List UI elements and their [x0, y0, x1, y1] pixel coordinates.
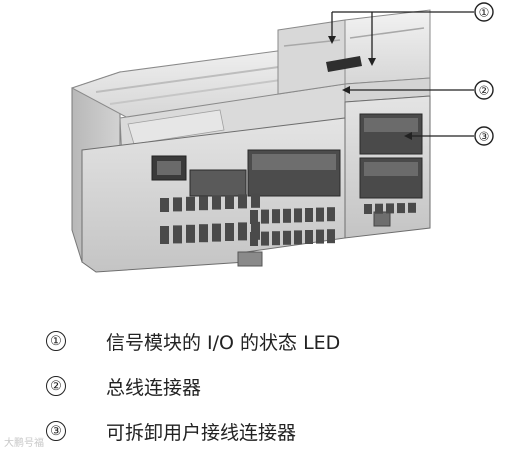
- terminal-opening: [294, 230, 302, 245]
- terminal-opening: [238, 222, 247, 241]
- terminal-opening: [160, 198, 169, 212]
- legend-number: ①: [46, 331, 66, 351]
- terminal-opening: [408, 202, 416, 213]
- terminal-opening: [294, 208, 302, 223]
- svg-text:①: ①: [479, 6, 490, 20]
- callout-2: ②: [474, 80, 494, 100]
- terminal-opening: [225, 195, 234, 209]
- terminal-opening: [199, 196, 208, 211]
- callout-3: ③: [474, 126, 494, 146]
- legend-item-led: ① 信号模块的 I/O 的状态 LED: [46, 326, 340, 356]
- terminal-opening: [305, 230, 313, 244]
- terminal-opening: [272, 209, 280, 224]
- terminal-opening: [250, 210, 258, 224]
- terminal-opening: [386, 203, 394, 214]
- terminal-openings: [160, 193, 416, 246]
- signal-module-body: [344, 77, 431, 239]
- terminal-opening: [327, 207, 335, 222]
- watermark: 大鹏号福: [4, 438, 44, 449]
- cpu-terminal-block: [189, 149, 341, 197]
- terminal-opening: [397, 203, 405, 214]
- din-rail-clip: [237, 251, 263, 267]
- bus-connector-icon: [326, 56, 362, 72]
- terminal-opening: [283, 208, 291, 223]
- terminal-opening: [199, 224, 208, 243]
- terminal-opening: [283, 230, 291, 245]
- terminal-opening: [173, 225, 182, 244]
- terminal-opening: [160, 226, 169, 244]
- terminal-opening: [251, 221, 260, 240]
- terminal-opening: [261, 209, 269, 224]
- terminal-opening: [364, 204, 372, 214]
- callout-arrowheads: [328, 36, 412, 140]
- legend-item-bus-connector: ② 总线连接器: [46, 371, 201, 401]
- terminal-opening: [173, 197, 182, 212]
- terminal-opening: [212, 223, 221, 242]
- terminal-opening: [261, 231, 269, 246]
- terminal-opening: [238, 194, 247, 209]
- terminal-opening: [316, 207, 324, 222]
- legend-number: ③: [46, 421, 66, 441]
- callout-1: ①: [474, 2, 494, 22]
- terminal-opening: [186, 196, 195, 211]
- terminal-opening: [225, 223, 234, 241]
- terminal-opening: [251, 193, 260, 208]
- legend-text: 信号模块的 I/O 的状态 LED: [106, 331, 341, 354]
- terminal-opening: [272, 231, 280, 246]
- terminal-opening: [250, 232, 258, 246]
- terminal-opening: [375, 203, 383, 214]
- terminal-opening: [212, 195, 221, 210]
- terminal-opening: [186, 224, 195, 243]
- terminal-opening: [327, 229, 335, 244]
- svg-text:③: ③: [479, 130, 490, 144]
- callout-lines: [331, 11, 474, 137]
- terminal-opening: [305, 208, 313, 222]
- legend-text: 总线连接器: [106, 376, 202, 399]
- legend-text: 可拆卸用户接线连接器: [106, 421, 297, 444]
- terminal-opening: [316, 229, 324, 244]
- svg-text:②: ②: [479, 84, 490, 98]
- legend-item-user-connector: ③ 可拆卸用户接线连接器: [46, 416, 296, 446]
- legend-number: ②: [46, 376, 66, 396]
- plc-module-illustration: ① ② ③: [70, 2, 494, 273]
